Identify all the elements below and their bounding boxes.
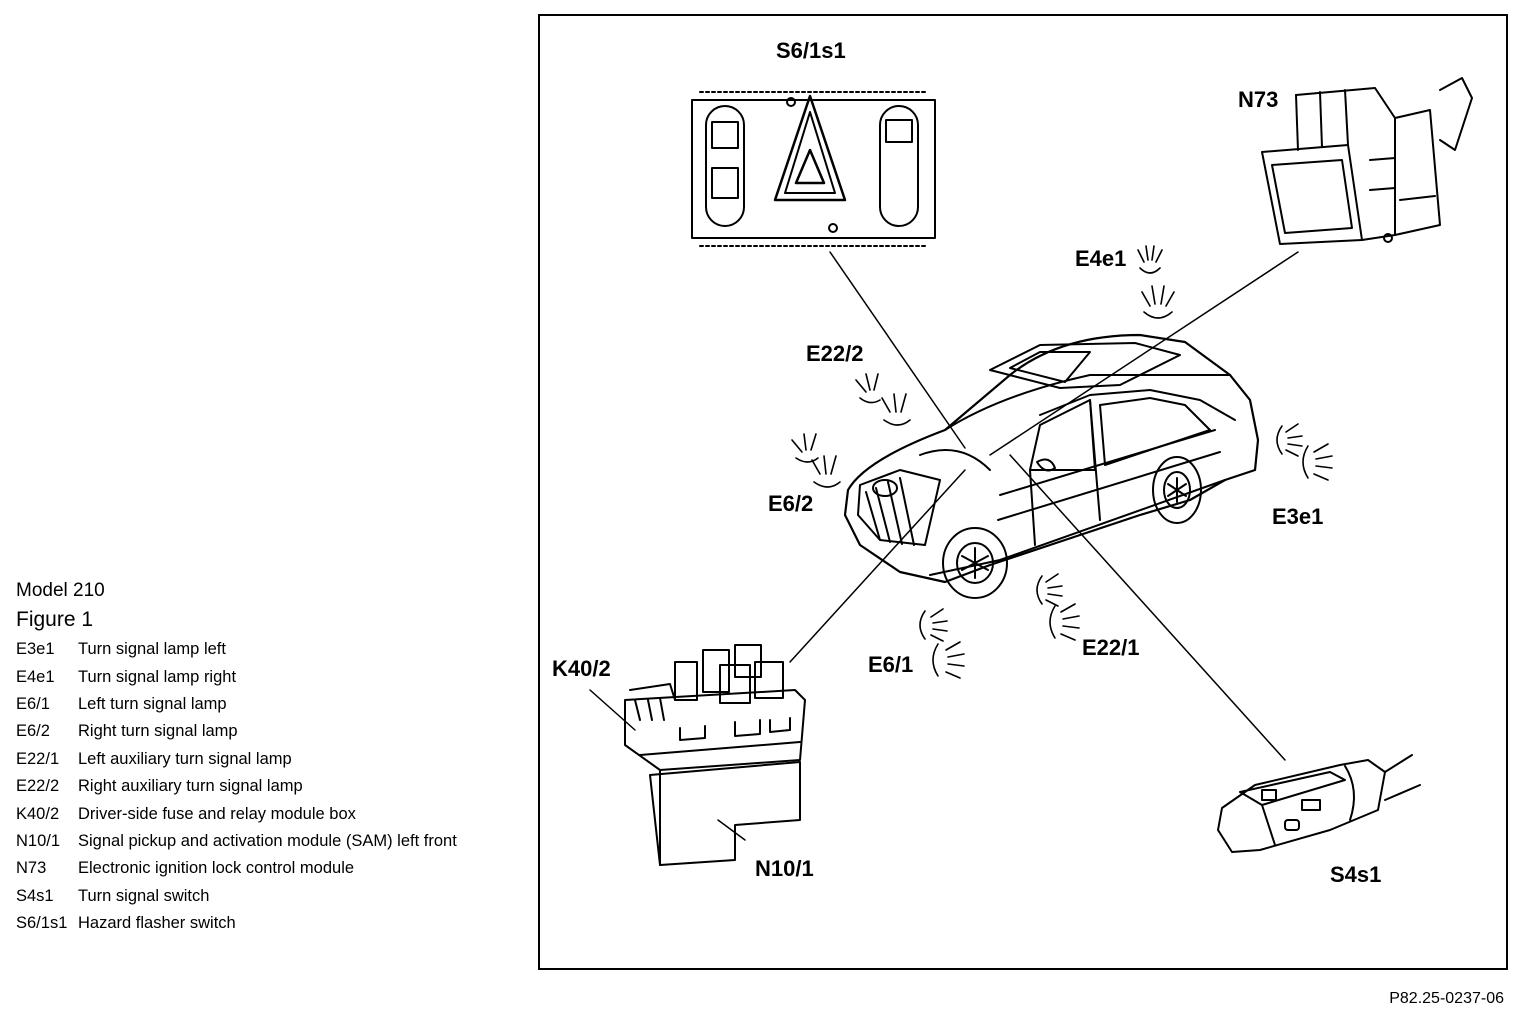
legend-code: E6/1 <box>16 694 50 713</box>
callout-e3e1: E3e1 <box>1272 504 1324 529</box>
flash-icon-e22-1-b <box>1049 603 1080 641</box>
flash-icon-e6-1-a <box>919 608 948 642</box>
callout-e6-1: E6/1 <box>868 652 914 677</box>
legend-desc: Left auxiliary turn signal lamp <box>78 749 292 768</box>
legend-row: S4s1 Turn signal switch <box>16 883 516 910</box>
legend-code: N10/1 <box>16 831 61 850</box>
leader-line-s4s1 <box>1009 454 1286 761</box>
legend-row: E6/2 Right turn signal lamp <box>16 718 516 745</box>
leader-line-n73 <box>989 251 1299 456</box>
callout-e4e1: E4e1 <box>1075 246 1127 271</box>
legend-desc: Turn signal switch <box>78 886 210 905</box>
legend-row: E4e1 Turn signal lamp right <box>16 663 516 690</box>
model-label: Model 210 <box>16 580 105 601</box>
legend-desc: Hazard flasher switch <box>78 914 236 933</box>
legend-desc: Electronic ignition lock control module <box>78 859 355 878</box>
legend-desc: Turn signal lamp right <box>78 667 237 686</box>
lamp-flash-glyphs <box>791 245 1333 679</box>
figure-label: Figure 1 <box>16 608 94 631</box>
legend-row: K40/2 Driver-side fuse and relay module b… <box>16 800 516 827</box>
leader-line-n10-1-box <box>717 819 746 841</box>
legend-code: E3e1 <box>16 640 55 659</box>
leader-line-s6-1s1 <box>829 251 966 449</box>
legend-code: E4e1 <box>16 667 55 686</box>
leader-lines <box>589 251 1299 841</box>
callout-s4s1: S4s1 <box>1330 862 1382 887</box>
legend-row: N73 Electronic ignition lock control modu… <box>16 855 516 882</box>
legend-desc: Signal pickup and activation module (SAM… <box>78 831 457 850</box>
flash-icon-e3e1-a <box>1276 423 1303 457</box>
flash-icon-e22-2-a <box>855 373 881 404</box>
ignition-lock-module <box>1261 77 1473 245</box>
turn-signal-switch-stalk <box>1217 754 1421 853</box>
flash-icon-e22-1-a <box>1036 573 1063 607</box>
legend-code: E6/2 <box>16 722 50 741</box>
fuse-relay-module-box <box>624 644 806 866</box>
flash-icon-e3e1-b <box>1302 443 1333 481</box>
flash-icon-e22-2-b <box>881 393 911 426</box>
legend-row: E6/1 Left turn signal lamp <box>16 691 516 718</box>
legend-code: K40/2 <box>16 804 60 823</box>
legend-code: E22/1 <box>16 749 60 768</box>
legend-code: S4s1 <box>16 886 54 905</box>
flash-icon-e6-1-b <box>932 641 965 679</box>
leader-line-k40-2 <box>589 689 636 731</box>
legend-row: E22/2 Right auxiliary turn signal lamp <box>16 773 516 800</box>
leader-line-n10-1 <box>789 469 966 663</box>
callout-e22-1: E22/1 <box>1082 635 1140 660</box>
flash-icon-e6-2-b <box>811 455 841 488</box>
legend-code: E22/2 <box>16 777 60 796</box>
callout-e22-2: E22/2 <box>806 341 864 366</box>
legend-desc: Driver-side fuse and relay module box <box>78 804 356 823</box>
legend-row: N10/1 Signal pickup and activation module… <box>16 828 516 855</box>
car-body <box>843 333 1260 599</box>
legend-row: E3e1 Turn signal lamp left <box>16 636 516 663</box>
legend-desc: Turn signal lamp left <box>78 640 226 659</box>
callout-n73: N73 <box>1238 87 1279 112</box>
legend-code: N73 <box>16 859 47 878</box>
diagram-frame <box>538 14 1508 970</box>
callout-n10-1: N10/1 <box>755 856 814 881</box>
figure-reference-code: P82.25-0237-06 <box>1389 990 1504 1007</box>
hazard-switch-panel <box>691 91 936 247</box>
legend-desc: Left turn signal lamp <box>78 694 227 713</box>
flash-icon-e6-2-a <box>791 433 819 463</box>
flash-icon-e4e1-a <box>1137 245 1163 274</box>
legend-desc: Right turn signal lamp <box>78 722 238 741</box>
legend-row: S6/1s1 Hazard flasher switch <box>16 910 516 937</box>
callout-e6-2: E6/2 <box>768 491 814 516</box>
legend-code: S6/1s1 <box>16 914 68 933</box>
legend-row: E22/1 Left auxiliary turn signal lamp <box>16 746 516 773</box>
callout-k40-2: K40/2 <box>552 656 611 681</box>
legend-desc: Right auxiliary turn signal lamp <box>78 777 303 796</box>
callout-s6-1s1: S6/1s1 <box>776 38 846 63</box>
flash-icon-e4e1-b <box>1141 285 1175 319</box>
